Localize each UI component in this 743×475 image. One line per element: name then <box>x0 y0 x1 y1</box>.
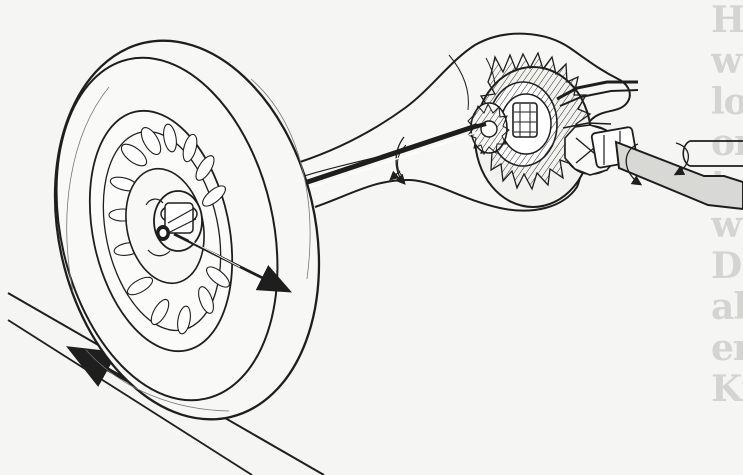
differential-assembly <box>467 51 639 208</box>
tire-shading <box>66 78 311 412</box>
drive-shaft <box>564 124 743 211</box>
wheel <box>53 39 321 421</box>
force-arrow <box>173 232 293 293</box>
